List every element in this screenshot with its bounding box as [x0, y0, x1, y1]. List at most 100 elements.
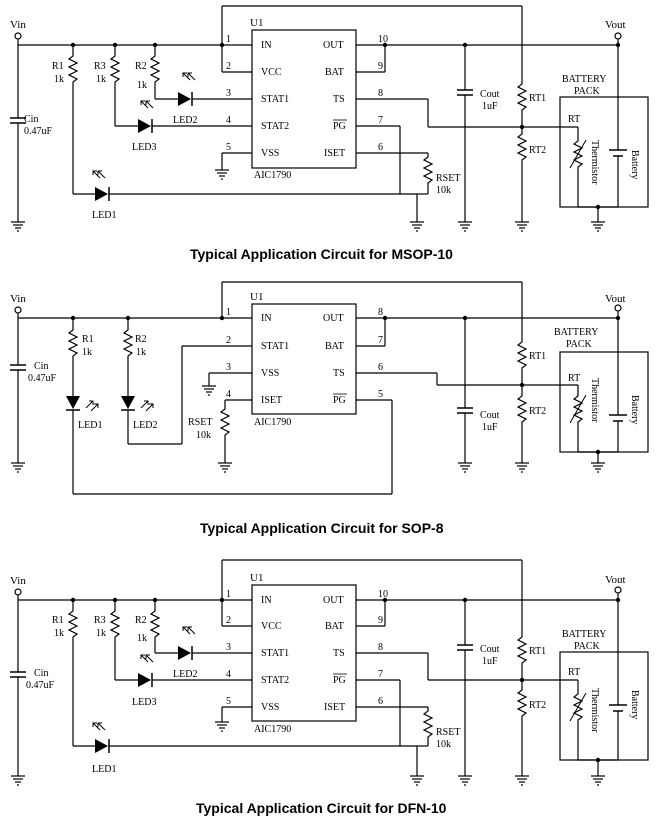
- svg-text:10k: 10k: [436, 185, 451, 196]
- svg-text:1k: 1k: [96, 74, 106, 85]
- svg-text:Battery: Battery: [629, 395, 640, 424]
- svg-text:OUT: OUT: [323, 595, 344, 606]
- svg-text:0.47uF: 0.47uF: [28, 373, 57, 384]
- svg-text:PG: PG: [333, 395, 346, 406]
- svg-text:1k: 1k: [54, 74, 64, 85]
- svg-text:RT1: RT1: [529, 646, 546, 657]
- svg-text:VCC: VCC: [261, 621, 282, 632]
- svg-text:RT2: RT2: [529, 700, 546, 711]
- svg-text:4: 4: [226, 389, 231, 400]
- svg-text:10k: 10k: [196, 430, 211, 441]
- svg-text:1uF: 1uF: [482, 656, 498, 667]
- svg-text:RT: RT: [568, 373, 580, 384]
- svg-text:IN: IN: [261, 40, 272, 51]
- svg-text:1k: 1k: [136, 347, 146, 358]
- svg-text:1k: 1k: [137, 633, 147, 644]
- svg-text:6: 6: [378, 696, 383, 707]
- svg-text:U1: U1: [250, 572, 263, 584]
- svg-text:R2: R2: [135, 615, 147, 626]
- svg-text:1k: 1k: [96, 628, 106, 639]
- svg-text:4: 4: [226, 115, 231, 126]
- svg-text:LED2: LED2: [133, 420, 157, 431]
- svg-text:R3: R3: [94, 615, 106, 626]
- svg-text:LED1: LED1: [78, 420, 102, 431]
- svg-text:PG: PG: [333, 675, 346, 686]
- ic-u1-msop10: [251, 29, 357, 169]
- svg-text:PACK: PACK: [566, 339, 593, 350]
- svg-text:Vout: Vout: [605, 293, 626, 305]
- svg-text:Battery: Battery: [629, 690, 640, 719]
- led1-diode: [94, 186, 110, 202]
- svg-text:RT: RT: [568, 114, 580, 125]
- svg-text:PACK: PACK: [574, 86, 601, 97]
- svg-text:STAT2: STAT2: [261, 675, 289, 686]
- svg-text:Vin: Vin: [10, 293, 26, 305]
- svg-text:ISET: ISET: [261, 395, 282, 406]
- svg-text:AIC1790: AIC1790: [254, 724, 291, 735]
- svg-text:RSET: RSET: [188, 417, 212, 428]
- svg-text:1k: 1k: [82, 347, 92, 358]
- svg-text:Cin: Cin: [34, 361, 48, 372]
- svg-text:Thermistor: Thermistor: [589, 688, 600, 733]
- svg-text:R1: R1: [82, 334, 94, 345]
- svg-text:STAT1: STAT1: [261, 94, 289, 105]
- svg-text:R2: R2: [135, 334, 147, 345]
- svg-text:3: 3: [226, 88, 231, 99]
- svg-text:Vout: Vout: [605, 19, 626, 31]
- svg-text:10: 10: [378, 589, 388, 600]
- svg-text:Cout: Cout: [480, 644, 500, 655]
- svg-text:RT2: RT2: [529, 406, 546, 417]
- svg-text:ISET: ISET: [324, 148, 345, 159]
- svg-text:BATTERY: BATTERY: [562, 74, 606, 85]
- svg-text:7: 7: [378, 669, 383, 680]
- svg-text:IN: IN: [261, 595, 272, 606]
- svg-text:8: 8: [378, 642, 383, 653]
- svg-text:RSET: RSET: [436, 727, 460, 738]
- svg-text:TS: TS: [333, 94, 345, 105]
- svg-text:VCC: VCC: [261, 67, 282, 78]
- svg-text:PACK: PACK: [574, 641, 601, 652]
- svg-text:STAT2: STAT2: [261, 121, 289, 132]
- svg-text:1: 1: [226, 34, 231, 45]
- svg-text:R2: R2: [135, 61, 147, 72]
- svg-text:BATTERY: BATTERY: [562, 629, 606, 640]
- caption-msop10: Typical Application Circuit for MSOP-10: [190, 246, 453, 262]
- svg-text:LED2: LED2: [173, 669, 197, 680]
- svg-text:PG: PG: [333, 121, 346, 132]
- svg-text:8: 8: [378, 307, 383, 318]
- svg-text:5: 5: [226, 142, 231, 153]
- svg-text:VSS: VSS: [261, 702, 279, 713]
- ic-u1-sop8: [251, 303, 357, 415]
- ic-u1-dfn10: [251, 584, 357, 722]
- svg-text:LED2: LED2: [173, 115, 197, 126]
- svg-text:0.47uF: 0.47uF: [26, 680, 55, 691]
- svg-text:4: 4: [226, 669, 231, 680]
- svg-text:BAT: BAT: [325, 341, 344, 352]
- svg-text:U1: U1: [250, 17, 263, 29]
- svg-text:RT1: RT1: [529, 351, 546, 362]
- svg-text:BAT: BAT: [325, 67, 344, 78]
- svg-text:LED1: LED1: [92, 210, 116, 221]
- caption-sop8: Typical Application Circuit for SOP-8: [200, 520, 444, 536]
- svg-text:Cin: Cin: [34, 668, 48, 679]
- svg-text:OUT: OUT: [323, 313, 344, 324]
- svg-text:1uF: 1uF: [482, 101, 498, 112]
- svg-text:RT2: RT2: [529, 145, 546, 156]
- r1-label: R1: [52, 61, 64, 72]
- svg-text:8: 8: [378, 88, 383, 99]
- svg-text:LED1: LED1: [92, 764, 116, 775]
- vin-label: Vin: [10, 19, 26, 31]
- svg-text:RSET: RSET: [436, 173, 460, 184]
- svg-text:ISET: ISET: [324, 702, 345, 713]
- svg-text:10k: 10k: [436, 739, 451, 750]
- svg-text:STAT1: STAT1: [261, 648, 289, 659]
- svg-text:2: 2: [226, 615, 231, 626]
- svg-text:5: 5: [226, 696, 231, 707]
- svg-text:LED3: LED3: [132, 697, 156, 708]
- svg-text:IN: IN: [261, 313, 272, 324]
- svg-text:2: 2: [226, 335, 231, 346]
- svg-text:1k: 1k: [54, 628, 64, 639]
- svg-text:10: 10: [378, 34, 388, 45]
- svg-text:Vin: Vin: [10, 575, 26, 587]
- svg-text:TS: TS: [333, 648, 345, 659]
